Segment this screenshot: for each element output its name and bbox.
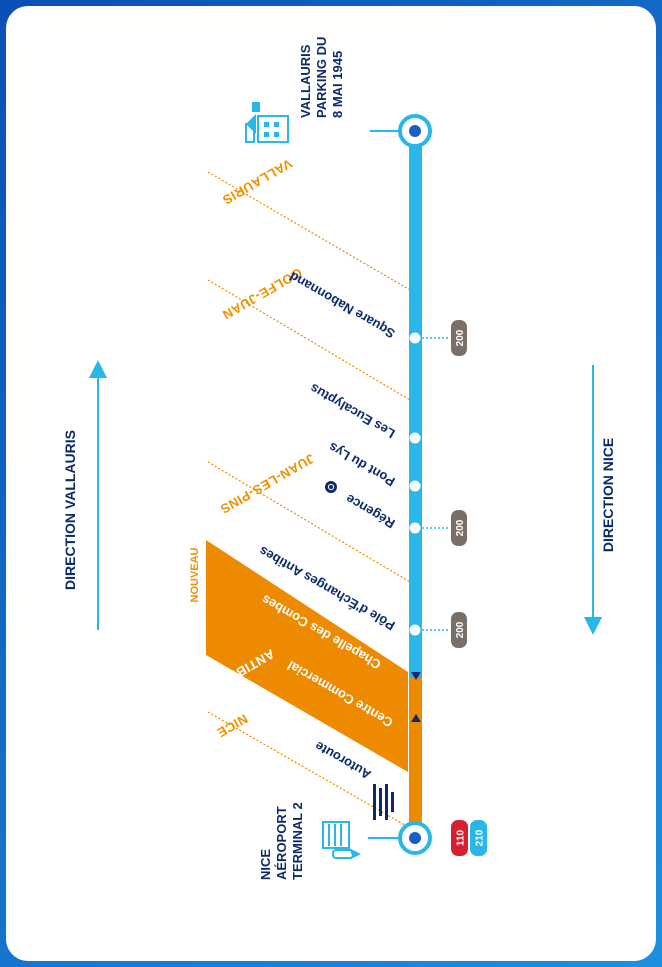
badge-110[interactable]: 110 <box>451 820 468 856</box>
triangle-down-icon <box>411 672 421 680</box>
badge-210[interactable]: 210 <box>470 820 487 856</box>
route-diagram: DIRECTION VALLAURIS DIRECTION NICE NOUVE… <box>62 37 616 880</box>
svg-text:110: 110 <box>456 829 467 846</box>
svg-text:200: 200 <box>455 519 466 536</box>
svg-text:NICE: NICE <box>258 849 273 880</box>
stop-regence: Régence <box>343 491 397 531</box>
line-segment-blue <box>409 132 422 678</box>
svg-text:8 MAI 1945: 8 MAI 1945 <box>330 51 345 118</box>
svg-text:PARKING DU: PARKING DU <box>314 37 329 118</box>
direction-nice: DIRECTION NICE <box>584 365 616 635</box>
svg-text:210: 210 <box>475 829 486 846</box>
zone-divider-juan-les-pins <box>207 461 411 583</box>
zone-label-juan-les-pins: JUAN-LES-PINS <box>218 451 317 517</box>
airport-icon <box>322 821 361 859</box>
stop-square-nabonnand: Square Nabonnand <box>287 269 398 342</box>
svg-text:VALLAURIS: VALLAURIS <box>298 44 313 118</box>
nouveau-label: NOUVEAU <box>189 547 201 602</box>
direction-nice-label: DIRECTION NICE <box>600 438 616 552</box>
stop-dot-pont-du-lys <box>409 480 421 492</box>
stop-les-eucalyptus: Les Eucalyptus <box>307 381 397 442</box>
svg-text:200: 200 <box>455 329 466 346</box>
zone-divider-golfe-juan <box>207 279 411 401</box>
stop-dot-regence <box>409 522 421 534</box>
arrow-up-icon <box>89 360 107 378</box>
svg-text:TERMINAL 2: TERMINAL 2 <box>290 802 305 880</box>
badge-200-c[interactable]: 200 <box>451 612 467 648</box>
terminus-bottom-marker[interactable] <box>398 821 432 855</box>
stop-dot-pole-echanges <box>409 624 421 636</box>
wheelchair-icon <box>325 481 337 493</box>
new-section-band <box>206 540 408 772</box>
direction-vallauris-label: DIRECTION VALLAURIS <box>62 430 78 590</box>
stop-dot-square-nabonnand <box>409 332 421 344</box>
triangle-up-icon <box>411 714 421 722</box>
zone-divider-nice <box>207 711 411 829</box>
badge-200-b[interactable]: 200 <box>451 510 467 546</box>
route-map-card: DIRECTION VALLAURIS DIRECTION NICE NOUVE… <box>6 6 656 961</box>
stop-dot-les-eucalyptus <box>409 432 421 444</box>
svg-text:200: 200 <box>455 621 466 638</box>
direction-vallauris: DIRECTION VALLAURIS <box>62 360 107 630</box>
stop-pont-du-lys: Pont du Lys <box>326 439 398 489</box>
zone-label-nice: NICE <box>214 711 250 741</box>
terminus-bottom-label: NICE AÉROPORT TERMINAL 2 <box>258 802 305 880</box>
badge-200-a[interactable]: 200 <box>451 320 467 356</box>
svg-text:AÉROPORT: AÉROPORT <box>274 806 289 880</box>
terminus-top-marker[interactable] <box>398 114 432 148</box>
city-hall-icon <box>245 102 289 143</box>
arrow-down-icon <box>584 617 602 635</box>
stop-dots <box>409 332 421 636</box>
highway-icon <box>373 784 394 820</box>
line-segment-orange <box>409 678 422 836</box>
terminus-top-label: VALLAURIS PARKING DU 8 MAI 1945 <box>298 37 345 118</box>
zone-divider-vallauris <box>207 171 411 291</box>
